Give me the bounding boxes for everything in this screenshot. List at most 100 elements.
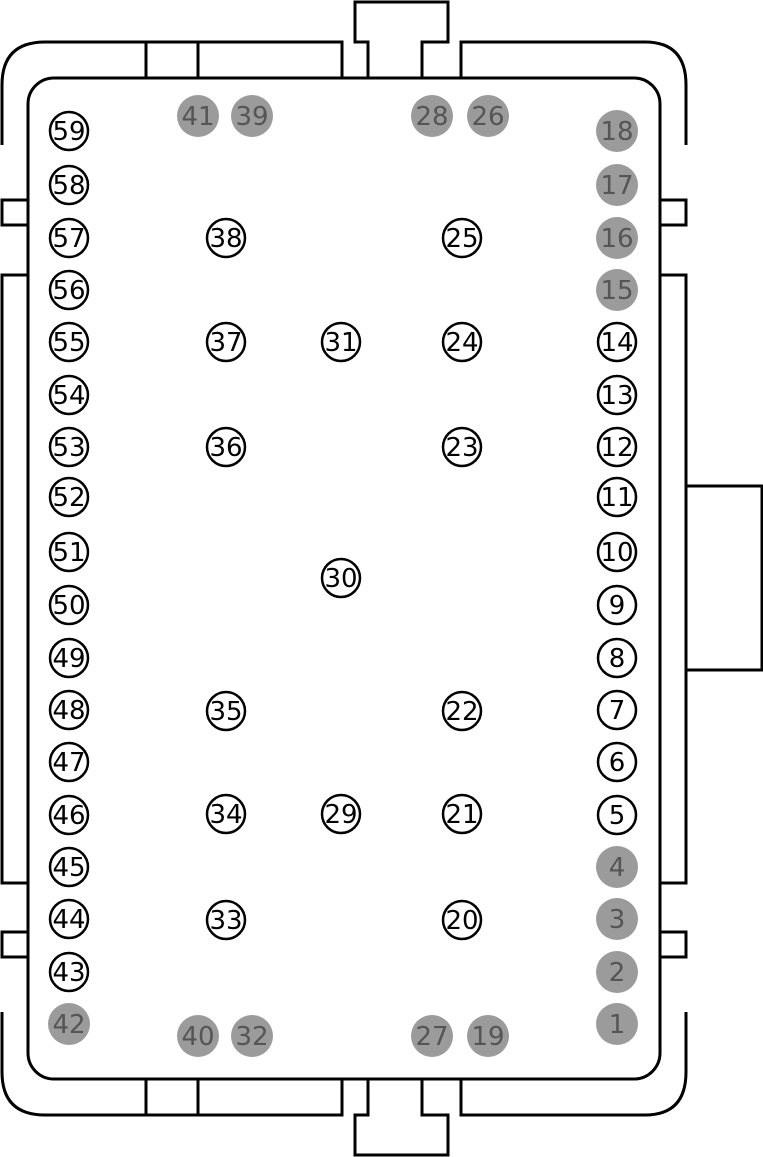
pin-22-open-marker <box>441 690 483 732</box>
pin-36-open-marker <box>205 426 247 468</box>
pin-16-filled-marker <box>596 217 638 259</box>
pin-16-label: 16 <box>600 224 633 254</box>
pin-31-open-marker <box>320 321 362 363</box>
pin-45-open-marker <box>48 846 90 888</box>
pin-19: 19 <box>467 1015 509 1057</box>
pin-58-open-marker <box>48 164 90 206</box>
pin-52-label: 52 <box>52 483 85 513</box>
pin-13: 13 <box>596 374 638 416</box>
pin-39-label: 39 <box>235 102 268 132</box>
pin-51-label: 51 <box>52 538 85 568</box>
pin-5: 5 <box>596 794 638 836</box>
pin-10-open-marker <box>596 531 638 573</box>
pin-23-label: 23 <box>445 433 478 463</box>
pin-47: 47 <box>48 741 90 783</box>
pin-48: 48 <box>48 689 90 731</box>
pin-58-label: 58 <box>52 171 85 201</box>
pin-44: 44 <box>48 898 90 940</box>
pin-23: 23 <box>441 426 483 468</box>
pin-37-label: 37 <box>209 328 242 358</box>
pin-28: 28 <box>411 95 453 137</box>
pin-25: 25 <box>441 217 483 259</box>
pin-56-open-marker <box>48 269 90 311</box>
pin-41-label: 41 <box>181 102 214 132</box>
pin-23-open-marker <box>441 426 483 468</box>
pin-35-open-marker <box>205 690 247 732</box>
pin-4-label: 4 <box>609 853 626 883</box>
pin-30-open-marker <box>320 557 362 599</box>
pin-54-label: 54 <box>52 381 85 411</box>
pin-59-label: 59 <box>52 117 85 147</box>
pin-31-label: 31 <box>324 328 357 358</box>
pin-51-open-marker <box>48 531 90 573</box>
pin-32: 32 <box>231 1015 273 1057</box>
pin-55-label: 55 <box>52 328 85 358</box>
pin-15: 15 <box>596 269 638 311</box>
pin-44-label: 44 <box>52 905 85 935</box>
pin-29: 29 <box>320 793 362 835</box>
pin-4-filled-marker <box>596 846 638 888</box>
pin-53-label: 53 <box>52 433 85 463</box>
pin-33-label: 33 <box>209 906 242 936</box>
pin-57-label: 57 <box>52 224 85 254</box>
pin-18-filled-marker <box>596 110 638 152</box>
pin-39: 39 <box>231 95 273 137</box>
pin-40-label: 40 <box>181 1022 214 1052</box>
pin-34: 34 <box>205 793 247 835</box>
pin-56: 56 <box>48 269 90 311</box>
pin-31: 31 <box>320 321 362 363</box>
pins-layer: 1234567891011121314151617181920212223242… <box>48 95 638 1057</box>
pin-29-label: 29 <box>324 800 357 830</box>
pin-25-open-marker <box>441 217 483 259</box>
pin-39-filled-marker <box>231 95 273 137</box>
pin-56-label: 56 <box>52 276 85 306</box>
pin-42: 42 <box>48 1003 90 1045</box>
pin-40-filled-marker <box>177 1015 219 1057</box>
pin-35: 35 <box>205 690 247 732</box>
pin-24-open-marker <box>441 321 483 363</box>
pin-14: 14 <box>596 321 638 363</box>
pin-2: 2 <box>596 951 638 993</box>
pin-12: 12 <box>596 426 638 468</box>
pin-21: 21 <box>441 793 483 835</box>
pin-30-label: 30 <box>324 564 357 594</box>
pin-47-label: 47 <box>52 748 85 778</box>
pin-46-label: 46 <box>52 801 85 831</box>
pin-55: 55 <box>48 321 90 363</box>
pin-20-open-marker <box>441 899 483 941</box>
pin-51: 51 <box>48 531 90 573</box>
pin-49-label: 49 <box>52 644 85 674</box>
pin-59-open-marker <box>48 110 90 152</box>
pin-7: 7 <box>596 689 638 731</box>
pin-36: 36 <box>205 426 247 468</box>
pin-27: 27 <box>411 1015 453 1057</box>
pin-45: 45 <box>48 846 90 888</box>
pin-49: 49 <box>48 637 90 679</box>
pin-11-open-marker <box>596 476 638 518</box>
pin-54-open-marker <box>48 374 90 416</box>
pin-40: 40 <box>177 1015 219 1057</box>
pin-1: 1 <box>596 1003 638 1045</box>
pin-3-label: 3 <box>609 905 626 935</box>
pin-13-label: 13 <box>600 381 633 411</box>
pin-21-label: 21 <box>445 800 478 830</box>
pin-17: 17 <box>596 164 638 206</box>
pin-1-filled-marker <box>596 1003 638 1045</box>
pin-37-open-marker <box>205 321 247 363</box>
pin-53-open-marker <box>48 426 90 468</box>
pin-30: 30 <box>320 557 362 599</box>
pin-27-label: 27 <box>415 1022 448 1052</box>
pin-33-open-marker <box>205 899 247 941</box>
pin-24: 24 <box>441 321 483 363</box>
pin-8-label: 8 <box>609 644 626 674</box>
pin-54: 54 <box>48 374 90 416</box>
pin-8-open-marker <box>596 637 638 679</box>
pin-22: 22 <box>441 690 483 732</box>
pin-12-open-marker <box>596 426 638 468</box>
pin-10-label: 10 <box>600 538 633 568</box>
pin-32-filled-marker <box>231 1015 273 1057</box>
pin-26-label: 26 <box>471 102 504 132</box>
pin-5-open-marker <box>596 794 638 836</box>
pin-18: 18 <box>596 110 638 152</box>
